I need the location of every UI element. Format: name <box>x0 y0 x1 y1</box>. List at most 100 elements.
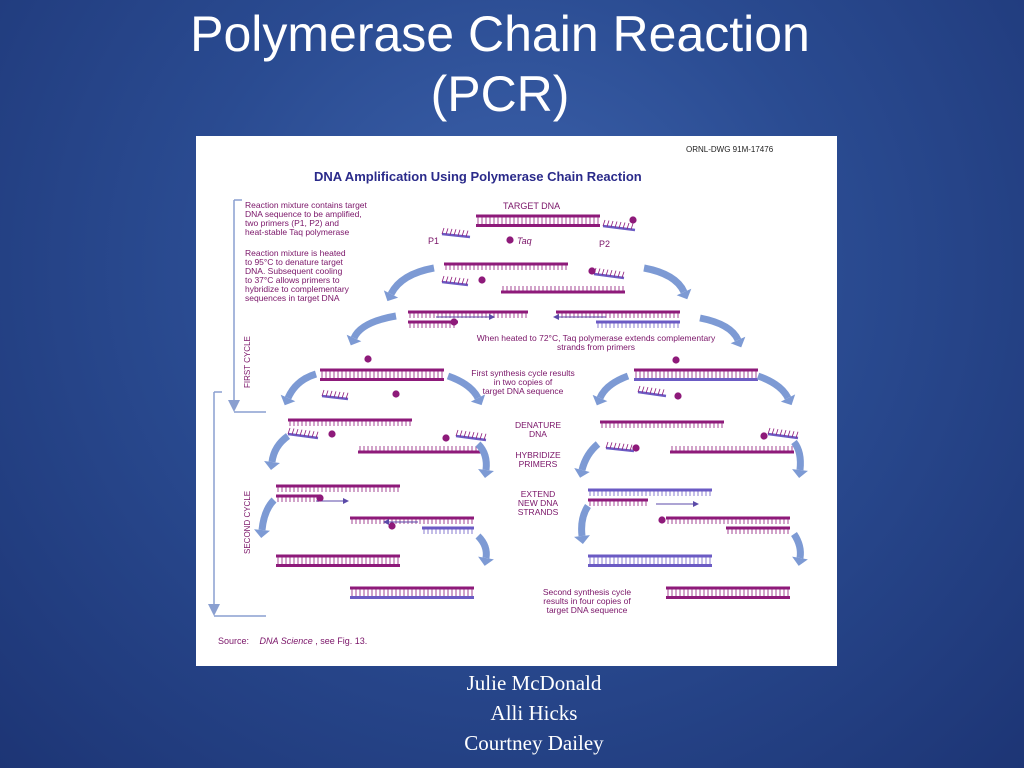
primer-tick <box>461 278 465 285</box>
primer-tick <box>479 433 483 440</box>
taq-polymerase-dot <box>442 434 450 442</box>
primer-tick <box>445 276 449 283</box>
flow-arrow <box>254 497 277 538</box>
flow-arrow <box>574 441 601 478</box>
note-denature-line: Reaction mixture is heated <box>245 248 346 258</box>
primer-tick <box>597 268 601 275</box>
primer-tick <box>617 271 621 278</box>
primer-tick <box>771 428 775 435</box>
taq-polymerase-dot <box>328 430 336 438</box>
primer-tick <box>626 222 630 230</box>
strand-backbone-bottom <box>588 564 712 567</box>
primer-backbone <box>441 232 471 239</box>
slide-title-line2: (PCR) <box>430 66 570 122</box>
flow-arrow-shaft <box>578 441 601 471</box>
primer-tick <box>467 431 471 438</box>
primer-tick <box>295 428 299 436</box>
strand-backbone-top <box>350 586 474 590</box>
step-denature-line: DENATURE <box>515 420 561 430</box>
primer-tick <box>341 392 345 399</box>
flow-arrow-head <box>574 535 590 544</box>
flow-arrow <box>791 532 808 566</box>
dna-strand <box>600 420 724 428</box>
note-reaction-mixture-line: Reaction mixture contains target <box>245 200 368 210</box>
flow-arrow-head <box>264 461 280 470</box>
flow-arrow-head <box>346 334 362 346</box>
flow-arrow-head <box>478 556 494 566</box>
primer-tick <box>621 271 625 278</box>
source-prefix: Source: <box>218 636 249 646</box>
flow-arrow-shaft <box>258 497 277 531</box>
primer-backbone <box>287 432 319 440</box>
primer-tick <box>463 430 467 438</box>
flow-arrow-head <box>478 469 494 478</box>
primer-backbone <box>593 272 625 280</box>
flow-arrow <box>346 312 397 346</box>
note-denature-line: hybridize to complementary <box>245 284 350 294</box>
note-denature-line: to 95°C to denature target <box>245 257 344 267</box>
second-cycle-label: SECOND CYCLE <box>243 491 252 554</box>
note-reaction-mixture-line: heat-stable Taq polymerase <box>245 227 350 237</box>
p2-label: P2 <box>599 239 610 249</box>
second-cycle-arrowhead <box>208 604 220 616</box>
flow-arrow-shaft <box>578 504 591 537</box>
primer-tick <box>653 388 657 395</box>
primer-tick <box>609 270 613 277</box>
dna-strand <box>422 526 474 534</box>
taq-polymerase-dot <box>478 276 486 284</box>
primer <box>637 385 667 398</box>
author-3: Courtney Dailey <box>464 731 604 755</box>
flow-arrow <box>446 372 486 406</box>
primer <box>287 427 319 440</box>
flow-arrow-head <box>792 556 808 566</box>
primer <box>605 441 635 453</box>
dna-strand <box>276 484 400 492</box>
primer-tick <box>303 430 307 437</box>
primer-tick <box>455 429 459 437</box>
dna-strand <box>276 554 400 567</box>
center-notes: When heated to 72°C, Taq polymerase exte… <box>471 333 716 615</box>
dna-strand <box>634 368 758 381</box>
primer-backbone <box>441 280 469 287</box>
dna-strands <box>276 214 799 599</box>
first-cycle-arrowhead <box>228 400 240 412</box>
primer-tick <box>457 229 461 236</box>
strand-backbone-bottom <box>350 596 474 599</box>
primer-tick <box>621 443 625 450</box>
primer-tick <box>609 442 613 449</box>
taq-polymerase-dots <box>316 216 768 530</box>
flow-arrow-shaft <box>475 441 490 471</box>
dna-strand <box>350 586 474 599</box>
primer-tick <box>791 431 795 438</box>
primer-tick <box>787 430 791 437</box>
strand-backbone <box>726 526 790 530</box>
primer-tick <box>325 390 329 397</box>
slide-title-line1: Polymerase Chain Reaction <box>190 6 810 62</box>
note-second-result-line: results in four copies of <box>543 596 631 606</box>
dna-strand <box>556 310 680 318</box>
flow-arrow <box>574 504 591 544</box>
target-dna-label: TARGET DNA <box>503 201 560 211</box>
primer <box>441 227 471 239</box>
flow-arrow-head <box>780 394 796 406</box>
primer-tick <box>657 388 661 395</box>
flow-arrow-shaft <box>596 372 630 400</box>
primer-tick <box>315 431 319 438</box>
dna-strand <box>358 446 482 454</box>
pcr-diagram-svg: ORNL-DWG 91M-17476 DNA Amplification Usi… <box>208 145 808 646</box>
step-hybridize-line: PRIMERS <box>519 459 558 469</box>
primer-tick <box>617 443 621 450</box>
primer-tick <box>661 389 665 396</box>
primer-tick <box>610 220 614 228</box>
primer-tick <box>605 269 609 276</box>
primer-backbone <box>605 446 635 453</box>
note-extend: When heated to 72°C, Taq polymerase exte… <box>477 333 716 352</box>
dna-strand <box>501 286 625 294</box>
flow-arrow-shaft <box>756 372 792 400</box>
source-line: Source: DNA Science , see Fig. 13. <box>218 636 367 646</box>
primer-tick <box>445 228 449 235</box>
strand-backbone <box>408 320 458 324</box>
step-extend-line: EXTEND <box>521 489 555 499</box>
